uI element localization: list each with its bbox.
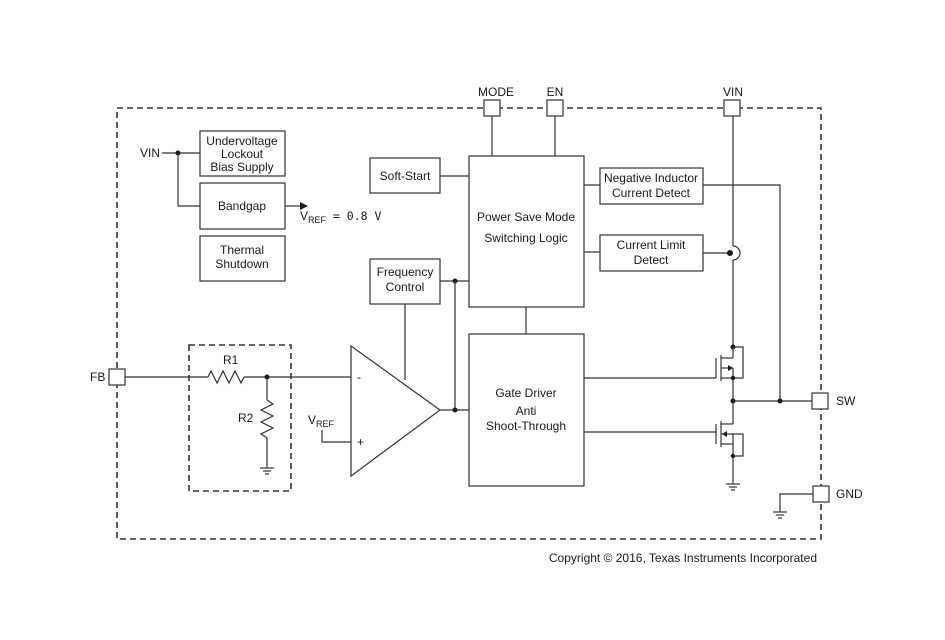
soft-start-block — [369, 157, 441, 194]
frequency-control-block — [369, 258, 441, 305]
uvlo-line-1: Undervoltage — [206, 134, 278, 148]
pin-mode-label: MODE — [478, 85, 514, 99]
thermal-shutdown-block — [199, 235, 286, 282]
pin-gnd — [812, 485, 830, 503]
vref-input-label: VREF — [308, 413, 335, 429]
pin-fb — [108, 368, 126, 386]
ground-icon-fet — [726, 483, 740, 491]
ground-icon-divider — [260, 467, 274, 475]
uvlo-block — [199, 130, 286, 177]
amp-plus-label: + — [357, 435, 364, 449]
vin-label: VIN — [140, 146, 160, 160]
gate-driver-line-1: Gate Driver — [495, 386, 556, 400]
current-limit-line-2: Detect — [634, 253, 669, 267]
r2-label: R2 — [238, 411, 254, 425]
vref-output-label: VREF = 0.8 V — [300, 209, 381, 225]
resistor-r2 — [259, 399, 275, 439]
r1-label: R1 — [223, 353, 239, 367]
current-limit-block — [599, 234, 704, 272]
amp-minus-label: - — [357, 370, 361, 384]
pin-sw-label: SW — [836, 394, 856, 408]
resistor-r1 — [207, 369, 245, 385]
neg-inductor-line-1: Negative Inductor — [604, 171, 698, 185]
high-side-fet — [715, 346, 744, 401]
copyright-notice: Copyright © 2016, Texas Instruments Inco… — [549, 551, 817, 565]
pin-en — [546, 99, 564, 117]
low-side-fet — [715, 401, 744, 484]
gate-driver-block — [468, 333, 585, 487]
error-amplifier — [350, 344, 442, 478]
pin-vin-label: VIN — [723, 85, 743, 99]
gate-driver-line-3: Shoot-Through — [486, 419, 566, 433]
bandgap-label: Bandgap — [218, 199, 266, 213]
freq-control-line-2: Control — [386, 280, 425, 294]
pin-vin — [723, 99, 741, 117]
switching-logic-block — [468, 155, 585, 308]
neg-inductor-line-2: Current Detect — [612, 186, 691, 200]
uvlo-line-2: Lockout — [221, 147, 264, 161]
current-limit-line-1: Current Limit — [617, 238, 686, 252]
pin-fb-label: FB — [90, 370, 105, 384]
freq-control-line-1: Frequency — [377, 265, 434, 279]
thermal-line-2: Shutdown — [215, 257, 268, 271]
logic-line-1: Power Save Mode — [477, 210, 575, 224]
negative-inductor-block — [599, 167, 704, 205]
pin-mode — [483, 99, 501, 117]
pin-gnd-label: GND — [836, 487, 863, 501]
thermal-line-1: Thermal — [220, 243, 264, 257]
bandgap-block — [199, 182, 286, 230]
soft-start-label: Soft-Start — [380, 169, 431, 183]
chip-outline — [116, 107, 822, 540]
uvlo-line-3: Bias Supply — [210, 160, 273, 174]
gate-driver-line-2: Anti — [516, 404, 537, 418]
ground-icon-gnd — [773, 511, 787, 519]
feedback-divider-box — [188, 344, 292, 492]
pin-sw — [811, 392, 829, 410]
logic-line-2: Switching Logic — [484, 231, 567, 245]
pin-en-label: EN — [547, 85, 564, 99]
